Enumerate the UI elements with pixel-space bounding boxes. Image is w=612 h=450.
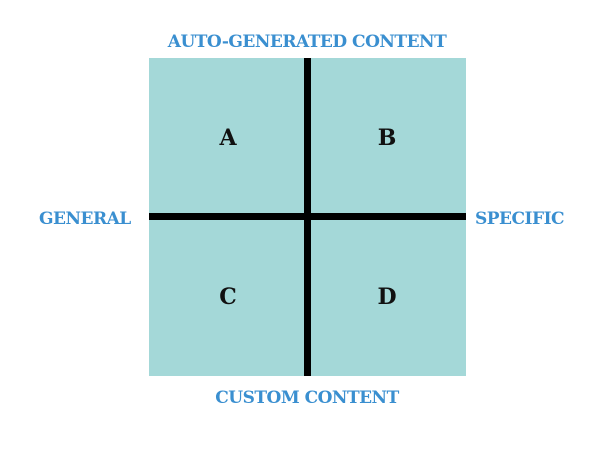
axis-label-left: GENERAL — [39, 209, 131, 229]
quadrant-b: B — [308, 58, 466, 217]
axis-label-right: SPECIFIC — [475, 209, 565, 229]
horizontal-divider — [149, 213, 466, 220]
axis-label-bottom: CUSTOM CONTENT — [215, 388, 399, 408]
quadrant-c-label: C — [219, 283, 237, 310]
quadrant-b-label: B — [377, 124, 397, 151]
quadrant-d: D — [308, 217, 466, 376]
quadrant-c: C — [149, 217, 307, 376]
quadrant-matrix: A B C D — [149, 58, 466, 376]
quadrant-a-label: A — [219, 124, 237, 151]
axis-label-top: AUTO-GENERATED CONTENT — [167, 32, 447, 52]
quadrant-d-label: D — [377, 283, 397, 310]
quadrant-a: A — [149, 58, 307, 217]
